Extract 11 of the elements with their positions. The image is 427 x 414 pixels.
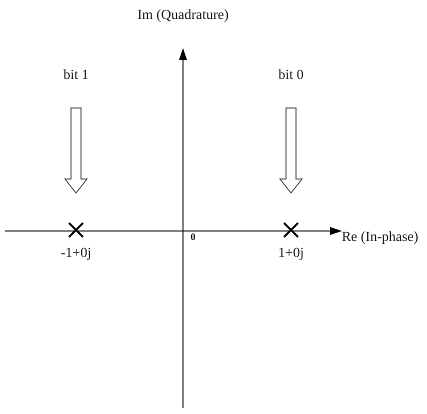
hollow-arrow: [64, 108, 88, 194]
constellation-point: [68, 222, 84, 238]
axis-label: Im (Quadrature): [136, 7, 230, 25]
point-label: -1+0j: [60, 245, 92, 263]
point-label: 1+0j: [277, 245, 305, 263]
bit-label: bit 1: [56, 66, 96, 86]
constellation-point: [283, 222, 299, 238]
axis-label: Re (In-phase): [340, 229, 420, 247]
bit-label: bit 0: [271, 66, 311, 86]
origin-label: 0: [190, 231, 196, 245]
hollow-arrow: [278, 108, 304, 194]
